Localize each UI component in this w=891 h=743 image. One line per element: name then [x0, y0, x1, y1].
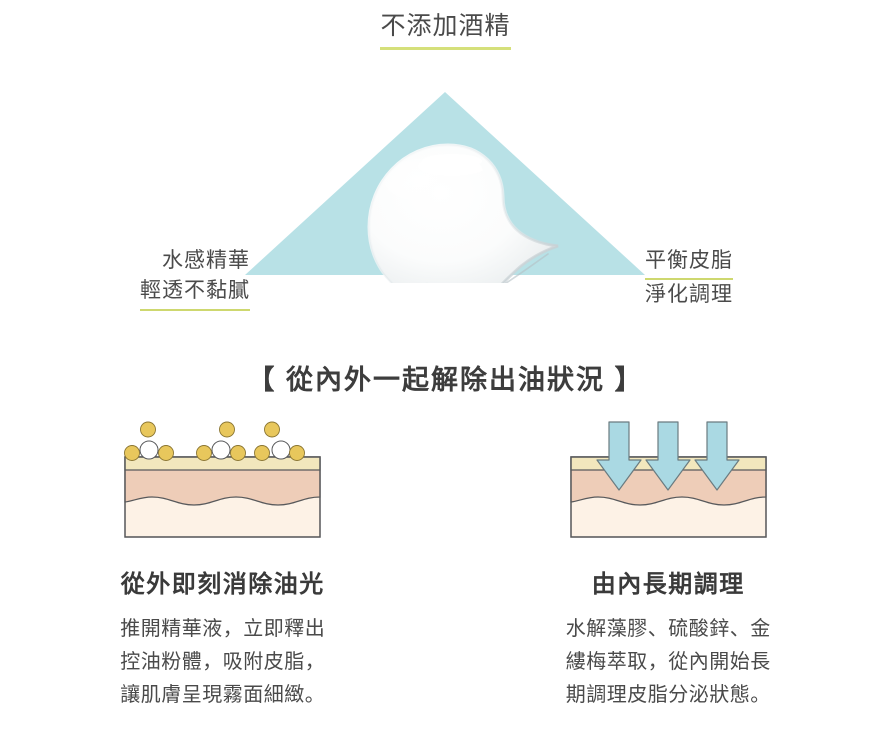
oil-particle-cluster-1	[124, 421, 175, 461]
benefit-columns: 從外即刻消除油光 推開精華液，立即釋出 控油粉體，吸附皮脂， 讓肌膚呈現霧面細緻…	[0, 412, 891, 712]
oil-particle-cluster-3	[254, 421, 306, 461]
skin-oil-particles-diagram	[124, 421, 321, 538]
section-heading: 【 從內外一起解除出油狀況 】	[247, 365, 644, 395]
absorb-arrow-2	[645, 421, 691, 491]
left-label-line-1: 水感精華	[162, 249, 250, 272]
benefit-title-inside: 由內長期調理	[591, 571, 745, 598]
top-headline-container: 不添加酒精	[0, 10, 891, 50]
benefit-column-inside: 由內長期調理 水解藻膠、硫酸鋅、金 縷梅萃取，從內開始長 期調理皮脂分泌狀態。	[446, 412, 891, 712]
benefit-column-outside: 從外即刻消除油光 推開精華液，立即釋出 控油粉體，吸附皮脂， 讓肌膚呈現霧面細緻…	[0, 412, 446, 712]
hero-illustration	[0, 88, 891, 283]
skin-absorbing-arrows-diagram	[570, 421, 767, 538]
right-feature-label: 平衡皮脂 淨化調理	[645, 246, 785, 311]
left-label-line-2: 輕透不黏膩	[120, 276, 250, 311]
benefit-body-outside: 推開精華液，立即釋出 控油粉體，吸附皮脂， 讓肌膚呈現霧面細緻。	[120, 618, 326, 706]
right-label-line-2: 淨化調理	[645, 283, 733, 307]
droplet-shape	[367, 143, 559, 283]
absorb-arrow-1	[596, 421, 642, 491]
left-feature-label: 水感精華 輕透不黏膩	[120, 246, 250, 311]
benefit-body-inside: 水解藻膠、硫酸鋅、金 縷梅萃取，從內開始長 期調理皮脂分泌狀態。	[565, 618, 771, 706]
oil-particle-cluster-2	[196, 421, 247, 461]
triangle-droplet-graphic	[245, 92, 645, 283]
page-title: 不添加酒精	[380, 10, 511, 50]
right-label-line-1: 平衡皮脂	[645, 246, 785, 281]
absorb-arrow-3	[694, 421, 740, 491]
benefit-title-outside: 從外即刻消除油光	[120, 571, 325, 598]
